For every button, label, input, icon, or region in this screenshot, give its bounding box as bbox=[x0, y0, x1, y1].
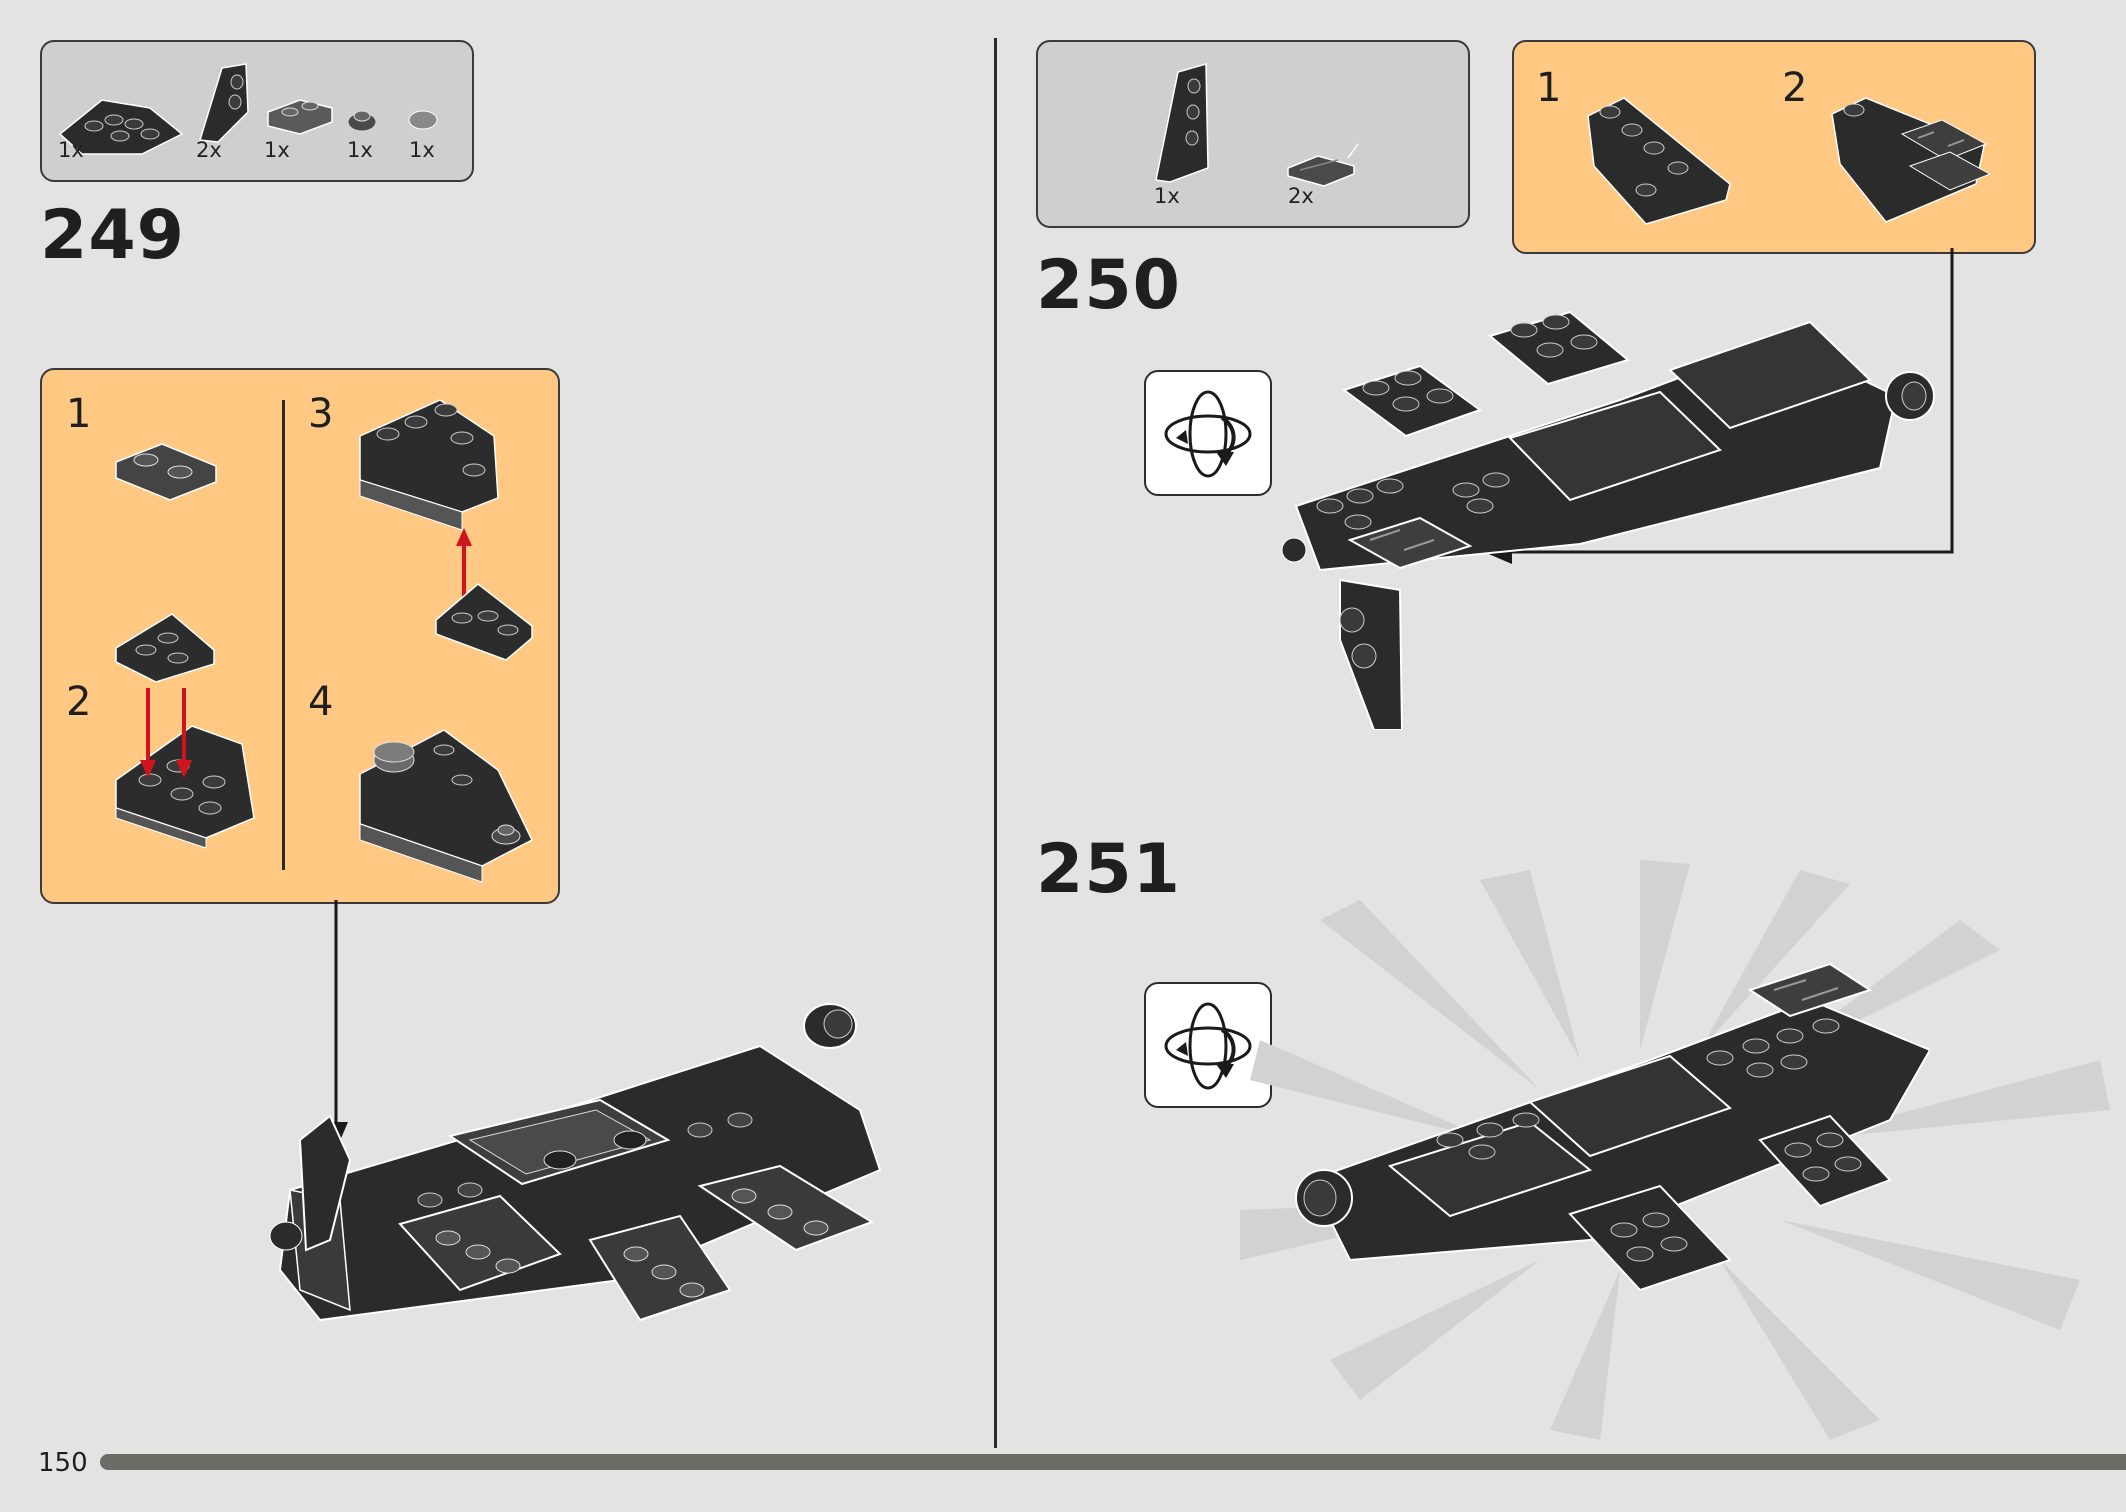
part-qty: 2x bbox=[1288, 184, 1314, 208]
sub-step-number: 2 bbox=[66, 679, 92, 725]
part-qty: 1x bbox=[1154, 184, 1180, 208]
wedge-plate-part-icon bbox=[435, 583, 533, 661]
step-249-parts-box: 1x 2x 1x 1x 1x bbox=[40, 40, 474, 182]
plate-1x2-part-icon bbox=[267, 99, 333, 135]
wing-plate-part-icon bbox=[199, 63, 249, 143]
wedge-plate-part-icon bbox=[1587, 97, 1731, 225]
sub-step-number: 1 bbox=[66, 391, 92, 437]
part-qty: 1x bbox=[264, 138, 290, 162]
wedge-plate-part-icon bbox=[359, 729, 533, 883]
plate-1x2-part-icon bbox=[115, 443, 217, 501]
step-number: 250 bbox=[1036, 246, 1181, 325]
step-249-sub-build-graphic bbox=[115, 399, 533, 883]
part-qty: 2x bbox=[196, 138, 222, 162]
round-tile-part-icon bbox=[408, 110, 438, 130]
page-number: 150 bbox=[38, 1448, 88, 1478]
wedge-plate-part-icon bbox=[58, 99, 184, 155]
step-249-sub-build-box: 1 2 3 4 bbox=[40, 368, 560, 904]
red-arrow-icon bbox=[140, 688, 192, 778]
tile-grille-part-icon bbox=[1287, 143, 1359, 187]
sub-step-number: 4 bbox=[308, 679, 334, 725]
wedge-plate-part-icon bbox=[1831, 97, 1992, 223]
wedge-plate-part-icon bbox=[115, 725, 255, 849]
sub-step-number: 2 bbox=[1782, 65, 1808, 111]
page-divider bbox=[994, 38, 997, 1448]
step-number: 249 bbox=[40, 196, 185, 275]
rotate-model-icon bbox=[1144, 982, 1272, 1108]
sub-step-number: 3 bbox=[308, 391, 334, 437]
part-qty: 1x bbox=[409, 138, 435, 162]
rotate-model-icon bbox=[1144, 370, 1272, 496]
wing-plate-part-icon bbox=[1155, 63, 1209, 183]
sub-build-divider bbox=[282, 400, 285, 870]
step-250-parts-box: 1x 2x bbox=[1036, 40, 1470, 228]
step-250-sub-build-box: 1 2 bbox=[1512, 40, 2036, 254]
step-249-model-graphic bbox=[269, 1003, 882, 1322]
progress-bar bbox=[100, 1454, 2126, 1470]
wedge-plate-part-icon bbox=[359, 399, 499, 531]
step-number: 251 bbox=[1036, 830, 1181, 909]
step-251-model-graphic bbox=[1295, 962, 1930, 1292]
part-qty: 1x bbox=[58, 138, 84, 162]
round-plate-part-icon bbox=[347, 110, 377, 132]
part-qty: 1x bbox=[347, 138, 373, 162]
sub-step-number: 1 bbox=[1536, 65, 1562, 111]
wedge-plate-part-icon bbox=[115, 613, 215, 683]
step-250-parts-graphic bbox=[1155, 63, 1359, 187]
step-249-parts-graphic bbox=[58, 63, 438, 155]
step-250-sub-build-graphic bbox=[1587, 97, 1992, 225]
step-250-model-graphic bbox=[1281, 310, 1935, 730]
